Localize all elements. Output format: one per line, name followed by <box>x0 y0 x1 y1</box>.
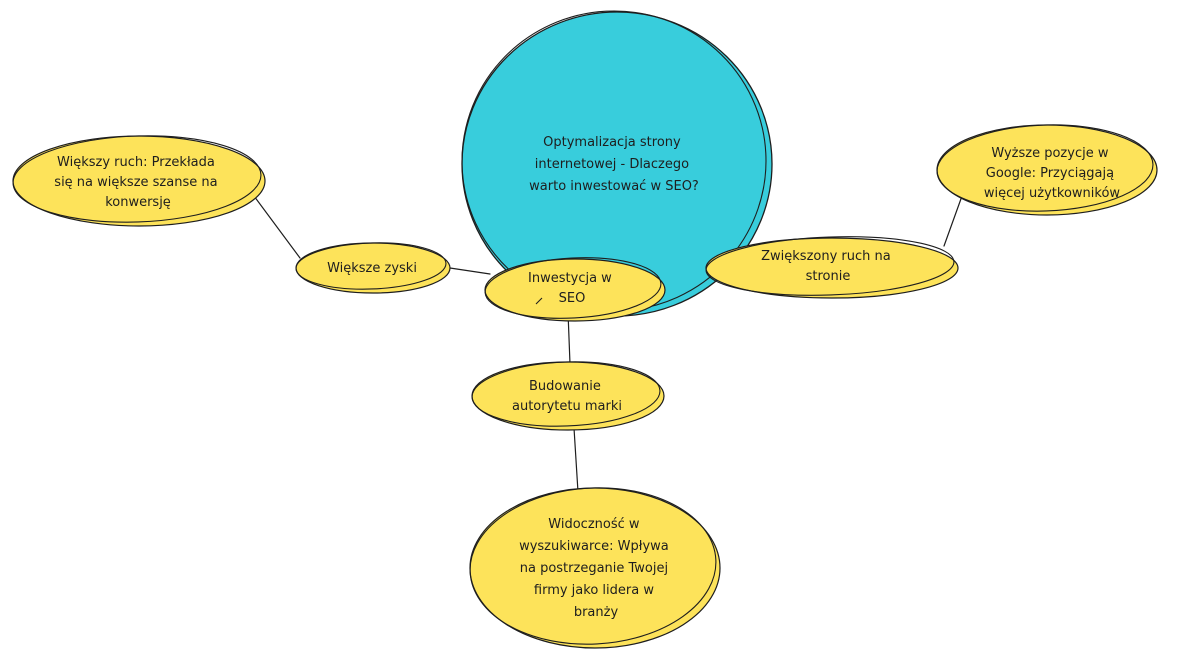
visibility-node[interactable]: Widoczność w wyszukiwarce: Wpływa na pos… <box>466 482 721 651</box>
visibility-ellipse-sketch <box>469 487 717 645</box>
traffic-site-node[interactable]: Zwiększony ruch na stronie <box>705 233 959 300</box>
brand-ellipse <box>471 361 665 431</box>
invest-stray-mark <box>535 297 543 305</box>
brand-node[interactable]: Budowanie autorytetu marki <box>471 359 665 431</box>
invest-node[interactable]: Inwestycja w SEO <box>484 253 666 322</box>
traffic-more-text: Większy ruch: Przekłada się na większe s… <box>54 155 221 210</box>
invest-ellipse-sketch <box>484 257 662 319</box>
brand-text: Budowanie autorytetu marki <box>512 379 622 414</box>
edge-brand-visibility <box>573 427 579 493</box>
profits-text: Większe zyski <box>327 261 417 276</box>
traffic-more-ellipse-sketch <box>12 135 262 223</box>
main-topic-node[interactable]: Optymalizacja strony internetowej - Dlac… <box>454 3 773 318</box>
traffic-more-node[interactable]: Większy ruch: Przekłada się na większe s… <box>12 132 266 227</box>
traffic-site-text: Zwiększony ruch na stronie <box>761 249 895 284</box>
edge-traffic-site-positions <box>943 195 963 247</box>
visibility-text: Widoczność w wyszukiwarce: Wpływa na pos… <box>519 517 673 620</box>
edge-traffic-more-profits <box>253 195 301 259</box>
edge-profits-invest <box>449 267 491 275</box>
traffic-site-ellipse <box>705 237 959 299</box>
profits-ellipse-sketch <box>295 242 447 290</box>
main-topic-text: Optymalizacja strony internetowej - Dlac… <box>529 135 699 194</box>
positions-ellipse-sketch <box>936 124 1154 212</box>
positions-text: Wyższe pozycje w Google: Przyciągają wię… <box>984 146 1121 201</box>
invest-ellipse <box>484 258 666 322</box>
invest-text: Inwestycja w SEO <box>528 271 616 306</box>
traffic-site-ellipse-sketch <box>705 236 955 296</box>
profits-node[interactable]: Większe zyski <box>295 240 451 294</box>
brand-ellipse-sketch <box>471 361 661 427</box>
positions-node[interactable]: Wyższe pozycje w Google: Przyciągają wię… <box>936 121 1158 216</box>
